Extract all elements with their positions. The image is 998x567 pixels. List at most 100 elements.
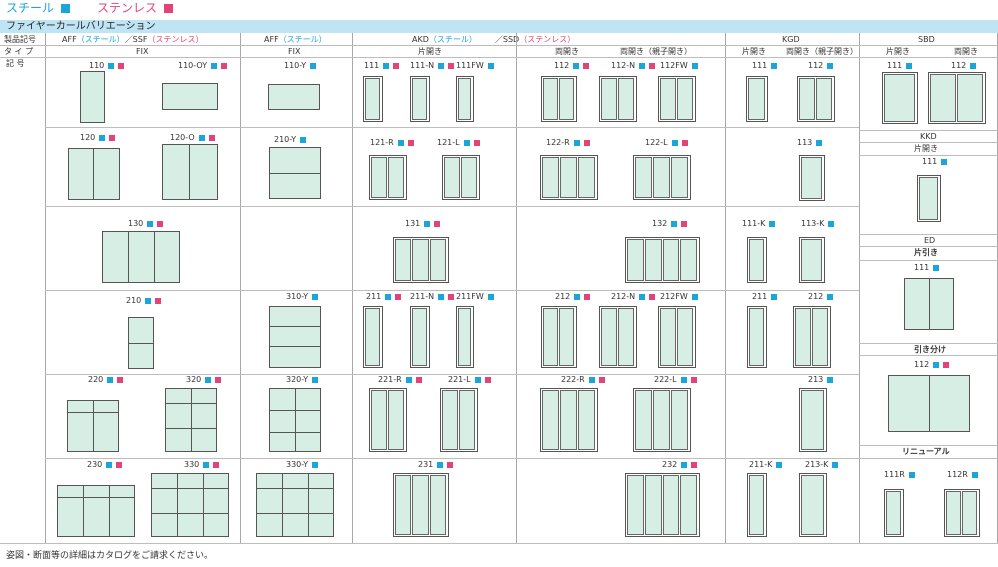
- steel-mark-icon: [941, 158, 948, 165]
- stainless-mark-icon: [681, 139, 688, 146]
- stainless-mark-icon: [118, 62, 125, 69]
- stainless-mark-icon: [116, 461, 123, 468]
- item-label: 232: [662, 461, 698, 469]
- door-leaf: [812, 308, 828, 366]
- grid-line: [45, 290, 859, 291]
- header-sbd: SBD: [918, 35, 935, 44]
- door-leaf: [461, 157, 477, 198]
- mullion: [189, 144, 190, 200]
- steel-mark-icon: [906, 62, 913, 69]
- grid-line: [859, 343, 998, 344]
- steel-mark-icon: [463, 139, 470, 146]
- door-leaf: [412, 239, 429, 281]
- window-drawing: [162, 83, 218, 110]
- item-code: 111: [922, 157, 938, 166]
- header-ed-split: 引き分け: [914, 345, 946, 354]
- item-label: 110-Y: [284, 62, 317, 70]
- window-drawing: [162, 144, 218, 200]
- item-code: 320: [186, 375, 202, 384]
- steel-mark-icon: [312, 293, 319, 300]
- window-drawing: [256, 473, 334, 537]
- item-code: 330: [184, 460, 200, 469]
- steel-mark-icon: [205, 376, 212, 383]
- item-code: 222-L: [654, 375, 677, 384]
- stainless-mark-icon: [473, 139, 480, 146]
- item-label: 111: [887, 61, 913, 70]
- door-leaf: [365, 78, 380, 120]
- door-leaf: [627, 239, 644, 281]
- steel-mark-icon: [385, 293, 392, 300]
- grid-line: [859, 543, 998, 544]
- steel-mark-icon: [145, 297, 152, 304]
- item-code: 111: [887, 61, 903, 70]
- door-leaf: [429, 475, 446, 535]
- steel-mark-icon: [437, 461, 444, 468]
- item-label: 122-R: [546, 139, 590, 147]
- item-label: 211-K: [749, 461, 783, 469]
- stainless-mark-icon: [691, 461, 698, 468]
- door-leaf: [635, 157, 652, 198]
- steel-mark-icon: [198, 134, 205, 141]
- door-leaf: [680, 239, 697, 281]
- item-code: 113-K: [801, 219, 825, 228]
- legend-steel-label: スチール: [6, 1, 55, 15]
- item-code: 211-N: [410, 292, 435, 301]
- item-code: 121-L: [437, 138, 460, 147]
- mullion: [269, 326, 321, 327]
- door-leaf: [618, 78, 634, 120]
- stainless-mark-icon: [415, 376, 422, 383]
- item-label: 121-R: [370, 139, 414, 147]
- grid-line: [859, 142, 998, 143]
- item-code: 211FW: [456, 292, 484, 301]
- door-leaf: [653, 390, 670, 450]
- mullion: [269, 173, 321, 174]
- window-drawing: [268, 84, 320, 110]
- grid-line: [859, 155, 998, 156]
- door-leaf: [459, 390, 475, 450]
- title-bar: [0, 20, 998, 33]
- steel-mark-icon: [300, 136, 307, 143]
- steel-mark-icon: [691, 62, 698, 69]
- item-label: 220: [88, 376, 124, 384]
- item-label: 320-Y: [286, 376, 319, 384]
- door-leaf: [371, 390, 387, 450]
- door-leaf: [560, 390, 577, 450]
- stainless-mark-icon: [215, 376, 222, 383]
- item-label: 111-K: [742, 220, 776, 228]
- door-leaf: [795, 308, 811, 366]
- item-code: 111: [914, 263, 930, 272]
- door-leaf: [559, 78, 574, 120]
- item-label: 222-L: [654, 376, 697, 384]
- door-leaf: [801, 239, 822, 281]
- steel-mark-icon: [771, 293, 778, 300]
- door-leaf: [644, 239, 662, 281]
- item-label: 211-N: [410, 292, 455, 301]
- steel-mark-icon: [971, 471, 978, 478]
- door-leaf: [458, 308, 471, 366]
- item-label: 320: [186, 375, 222, 384]
- steel-mark-icon: [691, 293, 698, 300]
- item-code: 120: [80, 133, 96, 142]
- item-label: 310-Y: [286, 293, 319, 301]
- steel-swatch-icon: [60, 4, 70, 13]
- door-leaf: [542, 157, 559, 198]
- door-leaf: [395, 239, 412, 281]
- door-leaf: [919, 177, 938, 220]
- mullion: [151, 488, 229, 489]
- window-drawing: [269, 306, 321, 368]
- steel-mark-icon: [438, 62, 445, 69]
- item-label: 131: [405, 220, 441, 228]
- mullion: [128, 343, 154, 344]
- mullion: [203, 473, 204, 537]
- mullion: [109, 485, 110, 537]
- header-kgd: KGD: [782, 35, 800, 44]
- grid-line: [352, 33, 353, 543]
- door-leaf: [395, 475, 412, 535]
- item-label: 112: [808, 62, 834, 70]
- stainless-mark-icon: [393, 62, 400, 69]
- header-sbd-double: 両開き: [954, 47, 978, 56]
- mullion: [191, 388, 192, 452]
- header-akd-double: 両開き: [555, 47, 579, 56]
- grid-line: [859, 260, 998, 261]
